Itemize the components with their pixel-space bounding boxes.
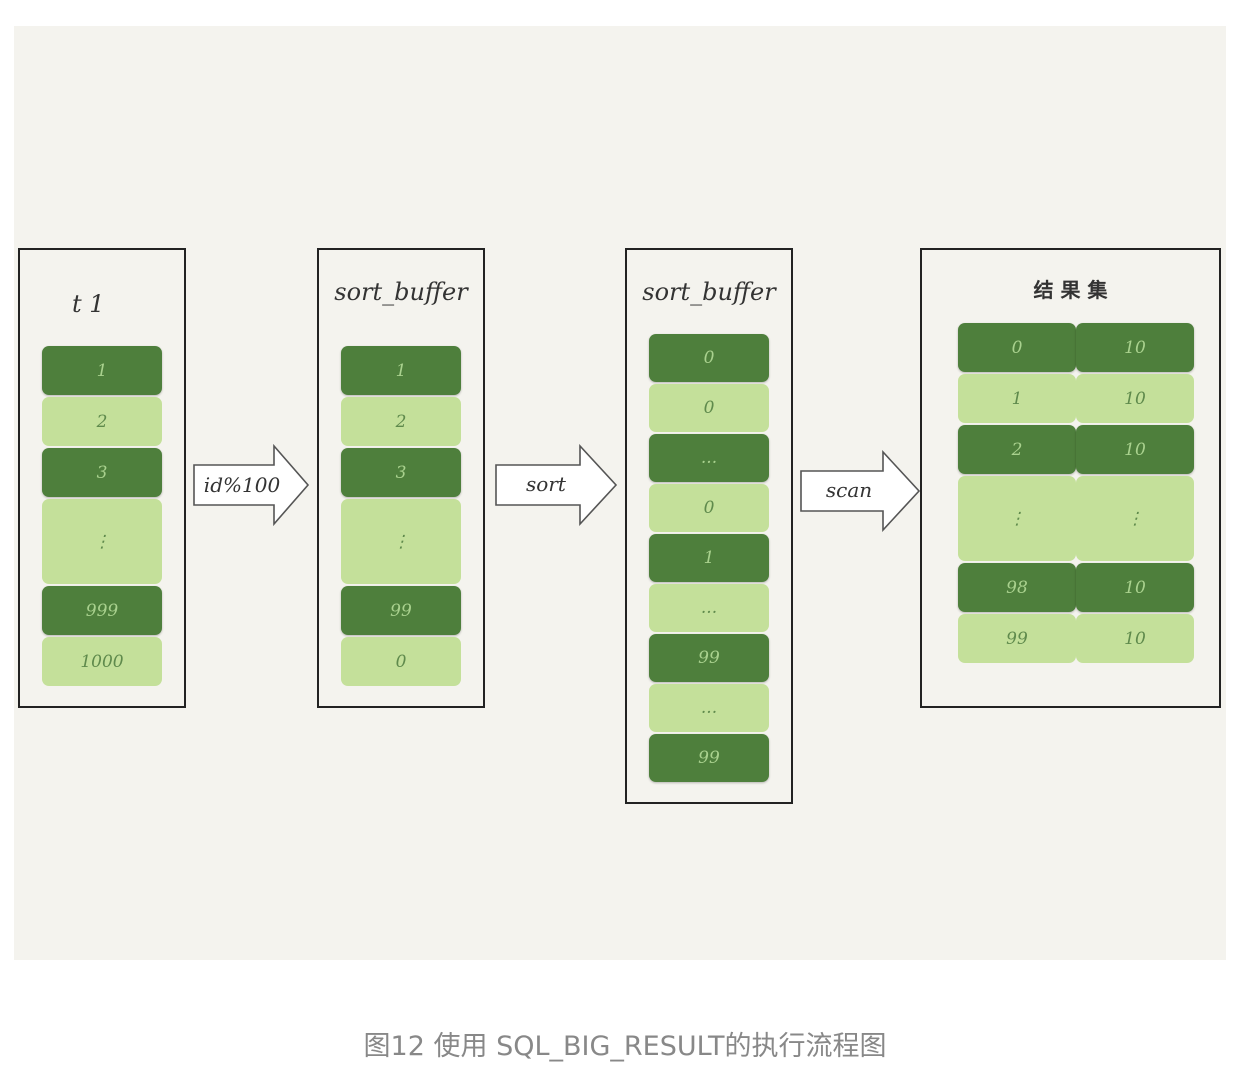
cell: 3 [341, 448, 461, 497]
cell: 1 [341, 346, 461, 395]
cell: 99 [341, 586, 461, 635]
arrow-label-scan: scan [826, 478, 872, 502]
result-value-cell: 10 [1076, 323, 1194, 372]
arrow-sort: sort [495, 444, 618, 526]
result-key-cell: 0 [958, 323, 1076, 372]
cell: 3 [42, 448, 162, 497]
panel-title-result-set: 结 果 集 [1033, 278, 1108, 302]
panel-title-t1: t 1 [72, 290, 105, 318]
result-key-cell: 99 [958, 614, 1076, 663]
result-value-cell: ⋮ [1076, 476, 1194, 561]
cell: 0 [649, 484, 769, 532]
cell: 2 [42, 397, 162, 446]
cell: 0 [341, 637, 461, 686]
result-value-cell: 10 [1076, 425, 1194, 474]
cell: ... [649, 584, 769, 632]
arrow-scan: scan [800, 450, 921, 532]
panel-title-sort-buffer-1: sort_buffer [334, 278, 468, 306]
figure-caption: 图12 使用 SQL_BIG_RESULT的执行流程图 [363, 1031, 887, 1062]
result-key-cell: ⋮ [958, 476, 1076, 561]
arrow-id-mod-100: id%100 [193, 444, 310, 526]
arrow-label-id-mod-100: id%100 [204, 473, 281, 497]
result-value-cell: 10 [1076, 563, 1194, 612]
cell: 1000 [42, 637, 162, 686]
result-key-cell: 2 [958, 425, 1076, 474]
cell: ⋮ [42, 499, 162, 584]
cell: 99 [649, 734, 769, 782]
result-value-cell: 10 [1076, 614, 1194, 663]
cell: 99 [649, 634, 769, 682]
panel-title-sort-buffer-2: sort_buffer [642, 278, 776, 306]
cell: 2 [341, 397, 461, 446]
result-key-cell: 98 [958, 563, 1076, 612]
cell: 0 [649, 384, 769, 432]
cell: ... [649, 434, 769, 482]
result-value-cell: 10 [1076, 374, 1194, 423]
cell: 999 [42, 586, 162, 635]
cell: 1 [649, 534, 769, 582]
cell: 0 [649, 334, 769, 382]
cell: 1 [42, 346, 162, 395]
result-key-cell: 1 [958, 374, 1076, 423]
cell: ... [649, 684, 769, 732]
arrow-label-sort: sort [526, 472, 567, 496]
cell: ⋮ [341, 499, 461, 584]
